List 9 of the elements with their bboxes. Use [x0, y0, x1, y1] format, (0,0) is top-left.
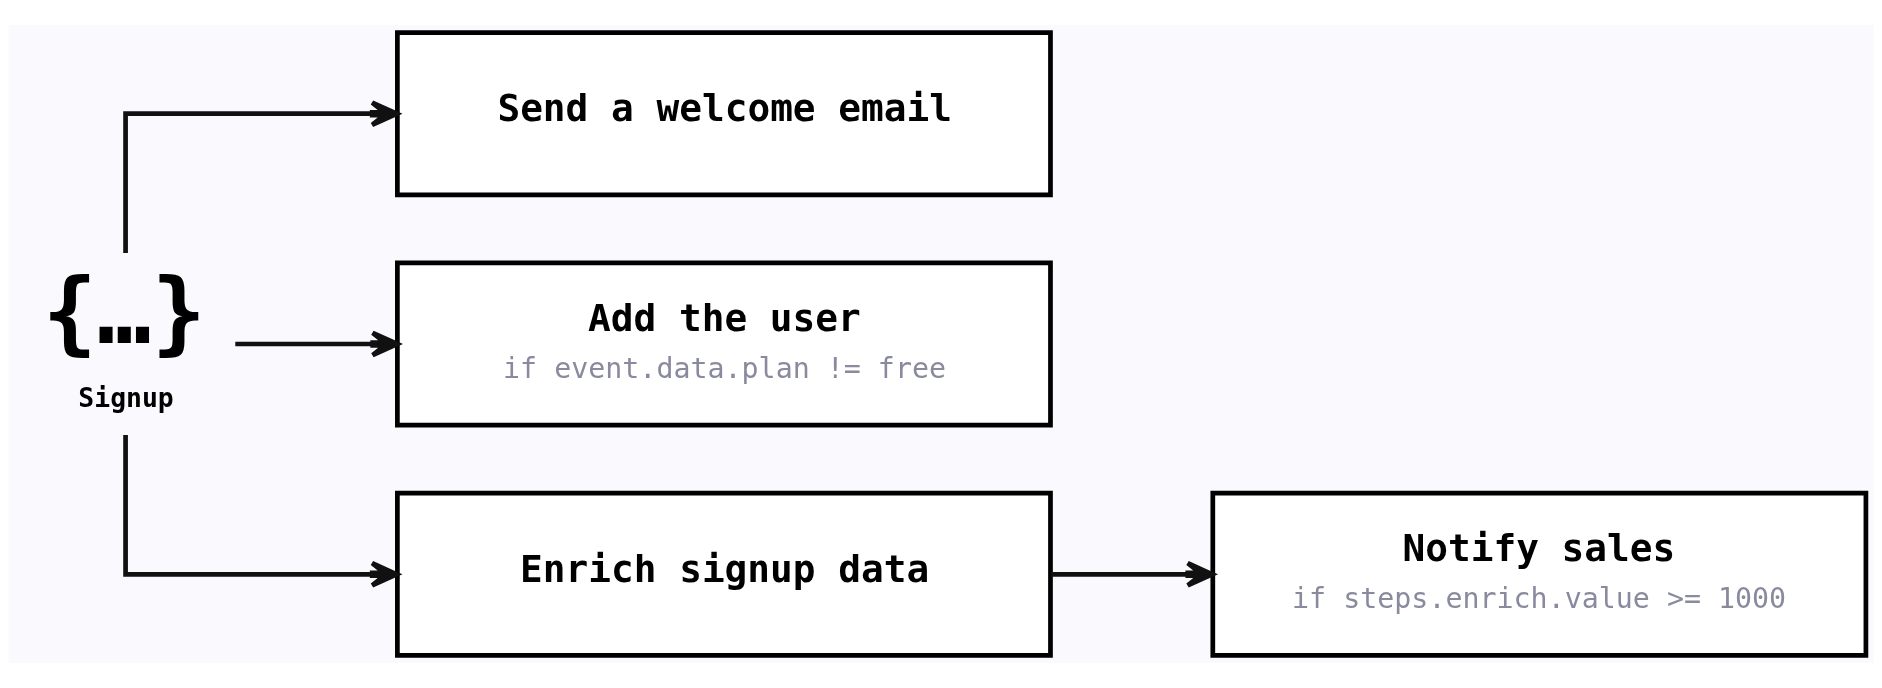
- node-box: Enrich signup data: [395, 490, 1053, 658]
- arrow: [235, 330, 400, 358]
- node-box: Notify sales if steps.enrich.value >= 1000: [1210, 490, 1869, 658]
- node-box: Send a welcome email: [395, 30, 1053, 198]
- arrow: [123, 435, 400, 588]
- arrow: [123, 100, 400, 253]
- arrow: [1050, 560, 1215, 588]
- node-text: {…} Signup: [42, 258, 207, 413]
- node-box: Add the user if event.data.plan != free: [395, 260, 1053, 428]
